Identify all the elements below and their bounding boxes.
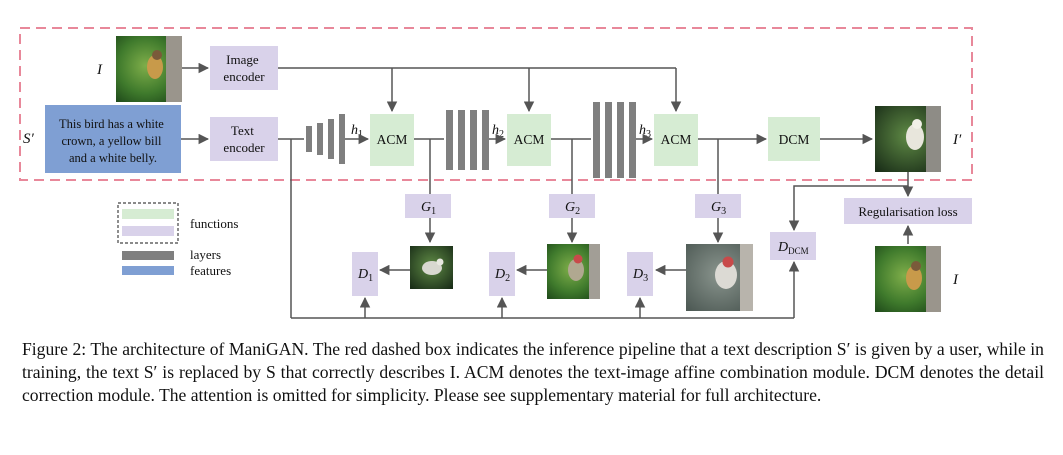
input-label-S-prime: S′ — [23, 131, 35, 147]
ground-truth-label-I: I — [952, 272, 959, 288]
svg-text:Regularisation loss: Regularisation loss — [858, 204, 957, 219]
layer-stack-3 — [593, 102, 636, 178]
legend-swatch-layers — [122, 251, 174, 260]
svg-text:Text encoder: Text encoder — [223, 123, 265, 155]
svg-text:G3: G3 — [711, 200, 726, 217]
legend-swatch-features — [122, 266, 174, 275]
svg-text:DCM: DCM — [779, 132, 810, 147]
svg-text:G1: G1 — [421, 200, 436, 217]
svg-text:DDCM: DDCM — [777, 240, 809, 256]
svg-text:ACM: ACM — [661, 132, 692, 147]
image-encoder-box: Image encoder — [210, 46, 278, 90]
generator-G2: G2 — [549, 194, 595, 218]
acm-box-1: ACM — [370, 114, 414, 166]
generated-image-3 — [686, 244, 753, 311]
discriminator-D2: D2 — [489, 252, 515, 296]
svg-text:ACM: ACM — [377, 132, 408, 147]
text-feature-line-1: This bird has a white — [59, 117, 164, 131]
generated-image-2 — [547, 244, 600, 299]
maniGAN-architecture-diagram: I S′ This bird has a white crown, a yell… — [19, 27, 973, 319]
discriminator-D3: D3 — [627, 252, 653, 296]
svg-text:D2: D2 — [494, 267, 510, 284]
ground-truth-image-I — [875, 246, 941, 312]
generator-G1: G1 — [405, 194, 451, 218]
text-feature-line-2: crown, a yellow bill — [61, 134, 162, 148]
text-encoder-line-1: Text — [231, 123, 254, 138]
legend-swatch-function-purple — [122, 226, 174, 236]
output-label-I-prime: I′ — [952, 132, 962, 148]
h1-label: h1 — [351, 123, 363, 140]
text-feature-line-3: and a white belly. — [69, 151, 157, 165]
legend-features-label: features — [190, 263, 231, 278]
image-encoder-line-2: encoder — [223, 69, 265, 84]
text-encoder-box: Text encoder — [210, 117, 278, 161]
caption-text: The architecture of ManiGAN. The red das… — [22, 339, 1044, 405]
dcm-box: DCM — [768, 117, 820, 161]
acm-box-2: ACM — [507, 114, 551, 166]
inference-pipeline-box — [19, 27, 973, 181]
legend-functions-label: functions — [190, 216, 238, 231]
caption-label: Figure 2: — [22, 339, 87, 359]
image-encoder-line-1: Image — [226, 52, 259, 67]
input-image-I — [116, 36, 182, 102]
svg-text:Image encoder: Image encoder — [223, 52, 265, 84]
discriminator-D1: D1 — [352, 252, 378, 296]
svg-text:ACM: ACM — [514, 132, 545, 147]
h2-label: h2 — [492, 123, 504, 140]
layer-stack-1 — [306, 114, 345, 164]
layer-stack-2 — [446, 110, 489, 170]
svg-text:G2: G2 — [565, 200, 580, 217]
acm-box-3: ACM — [654, 114, 698, 166]
generated-image-1 — [410, 246, 453, 289]
input-label-I: I — [96, 62, 103, 78]
svg-text:This bird has a white crow: This bird has a white crown, a yellow bi… — [59, 117, 167, 165]
svg-text:D1: D1 — [357, 267, 373, 284]
legend: functions layers features — [117, 202, 238, 278]
generator-G3: G3 — [695, 194, 741, 218]
svg-text:D3: D3 — [632, 267, 648, 284]
text-encoder-line-2: encoder — [223, 140, 265, 155]
text-feature-box — [45, 105, 181, 173]
regularisation-loss-box: Regularisation loss — [844, 198, 972, 224]
legend-swatch-function-green — [122, 209, 174, 219]
h3-label: h3 — [639, 123, 651, 140]
discriminator-DCM: DDCM — [770, 232, 816, 260]
figure-caption: Figure 2: The architecture of ManiGAN. T… — [22, 338, 1044, 407]
output-image-I-prime — [875, 106, 941, 172]
legend-layers-label: layers — [190, 247, 221, 262]
